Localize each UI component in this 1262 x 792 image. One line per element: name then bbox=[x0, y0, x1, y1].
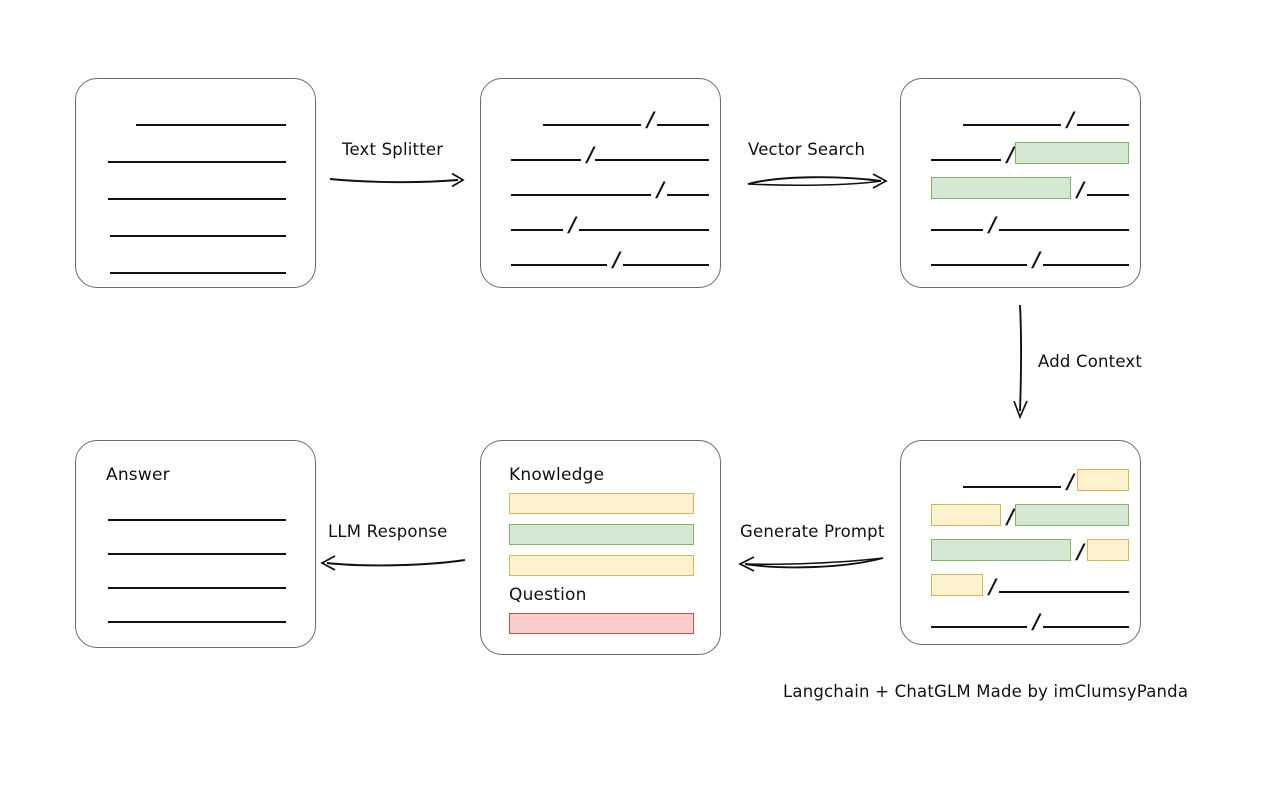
source-document-card bbox=[75, 78, 316, 288]
edge-text-splitter: Text Splitter bbox=[329, 140, 465, 200]
segment-separator: / bbox=[989, 574, 997, 599]
text-rule bbox=[136, 124, 286, 126]
edge-llm-response-label: LLM Response bbox=[328, 522, 448, 541]
prompt-card: Knowledge Question bbox=[480, 440, 721, 655]
edge-generate-prompt-label: Generate Prompt bbox=[740, 522, 885, 541]
question-bar-red bbox=[509, 613, 694, 634]
segment-separator: / bbox=[989, 212, 997, 237]
edge-vector-search: Vector Search bbox=[747, 140, 888, 200]
segment-separator: / bbox=[1077, 177, 1085, 202]
highlighted-chunk-green bbox=[931, 539, 1071, 561]
text-rule bbox=[579, 229, 709, 231]
segment-separator: / bbox=[569, 212, 577, 237]
edge-llm-response: LLM Response bbox=[320, 522, 468, 582]
highlighted-chunk-green bbox=[1015, 142, 1129, 164]
highlighted-chunk-green bbox=[931, 177, 1071, 199]
highlighted-chunk-yellow bbox=[1087, 539, 1129, 561]
text-rule bbox=[543, 124, 641, 126]
arrow-right-icon bbox=[329, 172, 465, 188]
segment-separator: / bbox=[1067, 107, 1075, 132]
segment-separator: / bbox=[1067, 469, 1075, 494]
segment-separator: / bbox=[1007, 504, 1015, 529]
split-document-card: / / / / / bbox=[480, 78, 721, 288]
arrow-right-icon bbox=[747, 173, 888, 189]
text-rule bbox=[108, 553, 286, 555]
question-label: Question bbox=[509, 585, 587, 605]
text-rule bbox=[108, 621, 286, 623]
text-rule bbox=[931, 229, 983, 231]
text-rule bbox=[108, 587, 286, 589]
segment-separator: / bbox=[647, 107, 655, 132]
highlighted-chunk-yellow bbox=[931, 574, 983, 596]
highlighted-chunk-yellow bbox=[931, 504, 1001, 526]
text-rule bbox=[963, 486, 1061, 488]
text-rule bbox=[595, 159, 709, 161]
text-rule bbox=[511, 229, 563, 231]
knowledge-bar-green bbox=[509, 524, 694, 545]
text-rule bbox=[667, 194, 709, 196]
text-rule bbox=[108, 161, 286, 163]
answer-title: Answer bbox=[106, 465, 170, 485]
text-rule bbox=[931, 264, 1027, 266]
segment-separator: / bbox=[1007, 142, 1015, 167]
edge-add-context-label: Add Context bbox=[1038, 352, 1143, 371]
text-rule bbox=[999, 229, 1129, 231]
answer-card: Answer bbox=[75, 440, 316, 648]
edge-generate-prompt: Generate Prompt bbox=[738, 522, 886, 582]
knowledge-bar-yellow bbox=[509, 493, 694, 514]
text-rule bbox=[623, 264, 709, 266]
segment-separator: / bbox=[657, 177, 665, 202]
segment-separator: / bbox=[1077, 539, 1085, 564]
arrow-down-icon bbox=[1013, 304, 1028, 420]
highlighted-chunk-green bbox=[1015, 504, 1129, 526]
text-rule bbox=[963, 124, 1061, 126]
context-document-card: / / / / / bbox=[900, 440, 1141, 645]
segment-separator: / bbox=[613, 247, 621, 272]
text-rule bbox=[1043, 264, 1129, 266]
text-rule bbox=[999, 591, 1129, 593]
text-rule bbox=[657, 124, 709, 126]
vector-matched-document-card: / / / / / bbox=[900, 78, 1141, 288]
edge-text-splitter-label: Text Splitter bbox=[342, 140, 444, 159]
arrow-left-icon bbox=[738, 556, 884, 572]
text-rule bbox=[108, 519, 286, 521]
text-rule bbox=[1043, 626, 1129, 628]
text-rule bbox=[110, 235, 286, 237]
text-rule bbox=[1087, 194, 1129, 196]
text-rule bbox=[1077, 124, 1129, 126]
segment-separator: / bbox=[1033, 247, 1041, 272]
knowledge-label: Knowledge bbox=[509, 465, 605, 485]
edge-vector-search-label: Vector Search bbox=[748, 140, 866, 159]
diagram-caption: Langchain + ChatGLM Made by imClumsyPand… bbox=[783, 682, 1189, 701]
text-rule bbox=[511, 159, 581, 161]
segment-separator: / bbox=[587, 142, 595, 167]
text-rule bbox=[110, 272, 286, 274]
text-rule bbox=[511, 194, 651, 196]
text-rule bbox=[511, 264, 607, 266]
text-rule bbox=[108, 198, 286, 200]
knowledge-bar-yellow bbox=[509, 555, 694, 576]
edge-add-context: Add Context bbox=[1012, 304, 1172, 423]
text-rule bbox=[931, 159, 1001, 161]
text-rule bbox=[931, 626, 1027, 628]
arrow-left-icon bbox=[320, 555, 466, 571]
segment-separator: / bbox=[1033, 609, 1041, 634]
highlighted-chunk-yellow bbox=[1077, 469, 1129, 491]
